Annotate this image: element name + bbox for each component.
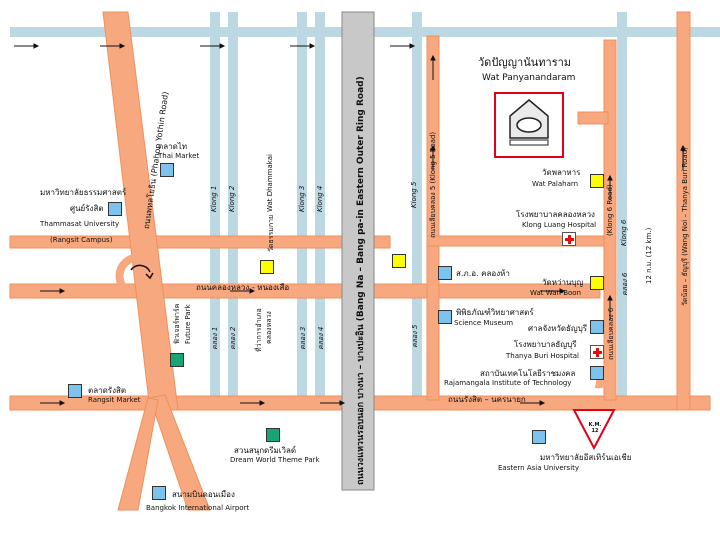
- klong-4-label: Klong 4: [316, 185, 324, 212]
- thanya-buri-hospital-thai-label: โรงพยาบาลธัญบุรี: [514, 340, 577, 349]
- klong-5-label: Klong 5: [410, 181, 418, 208]
- airport-marker: [152, 486, 166, 500]
- rangsit-market-thai-label: ตลาดรังสิต: [88, 386, 127, 395]
- wat-dhammakai-thai-label: วัดธรรมกาย: [267, 214, 275, 252]
- klong-5-thai-label: คลอง 5: [411, 324, 419, 348]
- science-museum-marker: [438, 310, 452, 324]
- police-station-label: ส.ภ.อ. คลองห้า: [456, 269, 510, 278]
- district-office-thai-label-2: คลองหลวง: [265, 311, 273, 344]
- klong-3-thai-label: คลอง 3: [299, 326, 307, 350]
- thammasat-thai-label-2: ศูนย์รังสิต: [70, 204, 104, 213]
- thanya-buri-hospital-en-label: Thanya Buri Hospital: [506, 352, 579, 360]
- klong-luang-hospital-en-label: Klong Luang Hospital: [522, 221, 597, 229]
- rajamangala-thai-label: สถาบันเทคโนโลยีราชมงคล: [480, 369, 576, 378]
- klong-6-thai-label: คลอง 6: [621, 272, 629, 296]
- dream-world-en-label: Dream World Theme Park: [230, 456, 320, 464]
- wat-palaharn-en-label: Wat Palaharn: [532, 180, 579, 188]
- thai-market-marker: [160, 163, 174, 177]
- eastern-asia-en-label: Eastern Asia University: [498, 464, 580, 472]
- klong-6-label: Klong 6: [620, 219, 628, 246]
- klong-2-thai-label: คลอง 2: [229, 326, 237, 350]
- klong-3-label: Klong 3: [298, 185, 306, 212]
- khlong-luang-road-label: ถนนคลองหลวง - หนองเสือ: [196, 283, 290, 292]
- outer-ring-yellow-marker: [392, 254, 406, 268]
- approach-curves: [594, 368, 616, 389]
- wat-panya-en-title: Wat Panyanandaram: [482, 73, 576, 83]
- wat-palaharn-marker: [590, 174, 604, 188]
- wat-wan-boon-en-label: Wat Wan-Boon: [530, 289, 582, 297]
- temple-emblem-icon: [509, 99, 549, 146]
- future-park-en-label: Future Park: [184, 304, 192, 344]
- airport-en-label: Bangkok International Airport: [146, 504, 250, 512]
- science-museum-en-label: Science Museum: [454, 319, 514, 327]
- klong-luang-hospital-icon: [562, 232, 576, 246]
- future-park-marker: [170, 353, 184, 367]
- rangsit-market-marker: [68, 384, 82, 398]
- direction-arrows: [14, 43, 686, 406]
- eastern-asia-thai-label: มหาวิทยาลัยอีสเทิร์นเอเชีย: [540, 453, 632, 462]
- klong-5-road-label: ถนนเลียบคลอง 5 (Klong 5 Road): [429, 131, 437, 238]
- klong-4-thai-label: คลอง 4: [317, 326, 325, 350]
- thammasat-en-label-1: Thammasat University: [40, 220, 120, 228]
- science-museum-thai-label: พิพิธภัณฑ์วิทยาศาสตร์: [456, 308, 534, 317]
- klong-luang-hospital-thai-label: โรงพยาบาลคลองหลวง: [516, 210, 595, 219]
- wat-dhammakai-marker: [260, 260, 274, 274]
- wat-dhammakai-en-label: Wat Dhammakai: [266, 154, 274, 212]
- provincial-court-label: ศาลจังหวัดธัญบุรี: [528, 324, 588, 333]
- thammasat-marker: [108, 202, 122, 216]
- wat-panyanandaram-logo: [494, 92, 564, 158]
- rangsit-market-en-label: Rangsit Market: [88, 396, 141, 404]
- wat-wan-boon-marker: [590, 276, 604, 290]
- km-sign-label: K.M. 12: [588, 422, 602, 434]
- thai-market-en-label: Thai Market: [158, 152, 200, 160]
- future-park-thai-label: ฟิวเจอร์พาร์ค: [173, 303, 181, 344]
- outer-ring-road-label: ถนนวงแหวนรอบนอก บางนา – บางปะอิน (Bang N…: [356, 76, 366, 485]
- km-sign: [572, 409, 616, 451]
- klong-6-road-en-label: (Klong 6 Road): [606, 184, 614, 236]
- distance-label: 12 ก.ม. (12 km.): [645, 227, 653, 284]
- klong-2-label: Klong 2: [228, 185, 236, 212]
- rajamangala-marker: [590, 366, 604, 380]
- thammasat-thai-label-1: มหาวิทยาลัยธรรมศาสตร์: [40, 188, 127, 197]
- rajamangala-en-label: Rajamangala Institute of Technology: [444, 379, 572, 387]
- rangsit-nakhon-nayok-road-label: ถนนรังสิต – นครนายก: [448, 395, 526, 404]
- thai-market-thai-label: ตลาดไท: [158, 142, 188, 151]
- klong-1-label: Klong 1: [210, 185, 218, 212]
- u-turn-arrow: [130, 264, 154, 280]
- u-turn-loop: [115, 253, 153, 294]
- ring-road: [341, 11, 375, 491]
- wang-noi-thanya-buri-road-label: วัดน้อย – ธัญบุรี (Wang Noi – Thanya Bur…: [681, 147, 689, 306]
- dream-world-marker: [266, 428, 280, 442]
- klong-1-thai-label: คลอง 1: [211, 326, 219, 350]
- thanya-buri-hospital-icon: [590, 345, 604, 359]
- airport-thai-label: สนามบินดอนเมือง: [172, 490, 235, 499]
- wat-wan-boon-thai-label: วัดหว่านบุญ: [542, 278, 584, 287]
- eastern-asia-university-marker: [532, 430, 546, 444]
- wat-panya-thai-title: วัดปัญญานันทาราม: [478, 56, 572, 69]
- thammasat-en-label-2: (Rangsit Campus): [50, 236, 113, 244]
- klong-6-road-label: ถนนเลียบคลอง 6: [607, 307, 615, 360]
- police-station-marker: [438, 266, 452, 280]
- wat-palaharn-thai-label: วัดพลาหาร: [542, 168, 581, 177]
- dream-world-thai-label: สวนสนุกดรีมเวิลด์: [234, 446, 297, 455]
- provincial-court-marker: [590, 320, 604, 334]
- canal-lines: [10, 12, 720, 410]
